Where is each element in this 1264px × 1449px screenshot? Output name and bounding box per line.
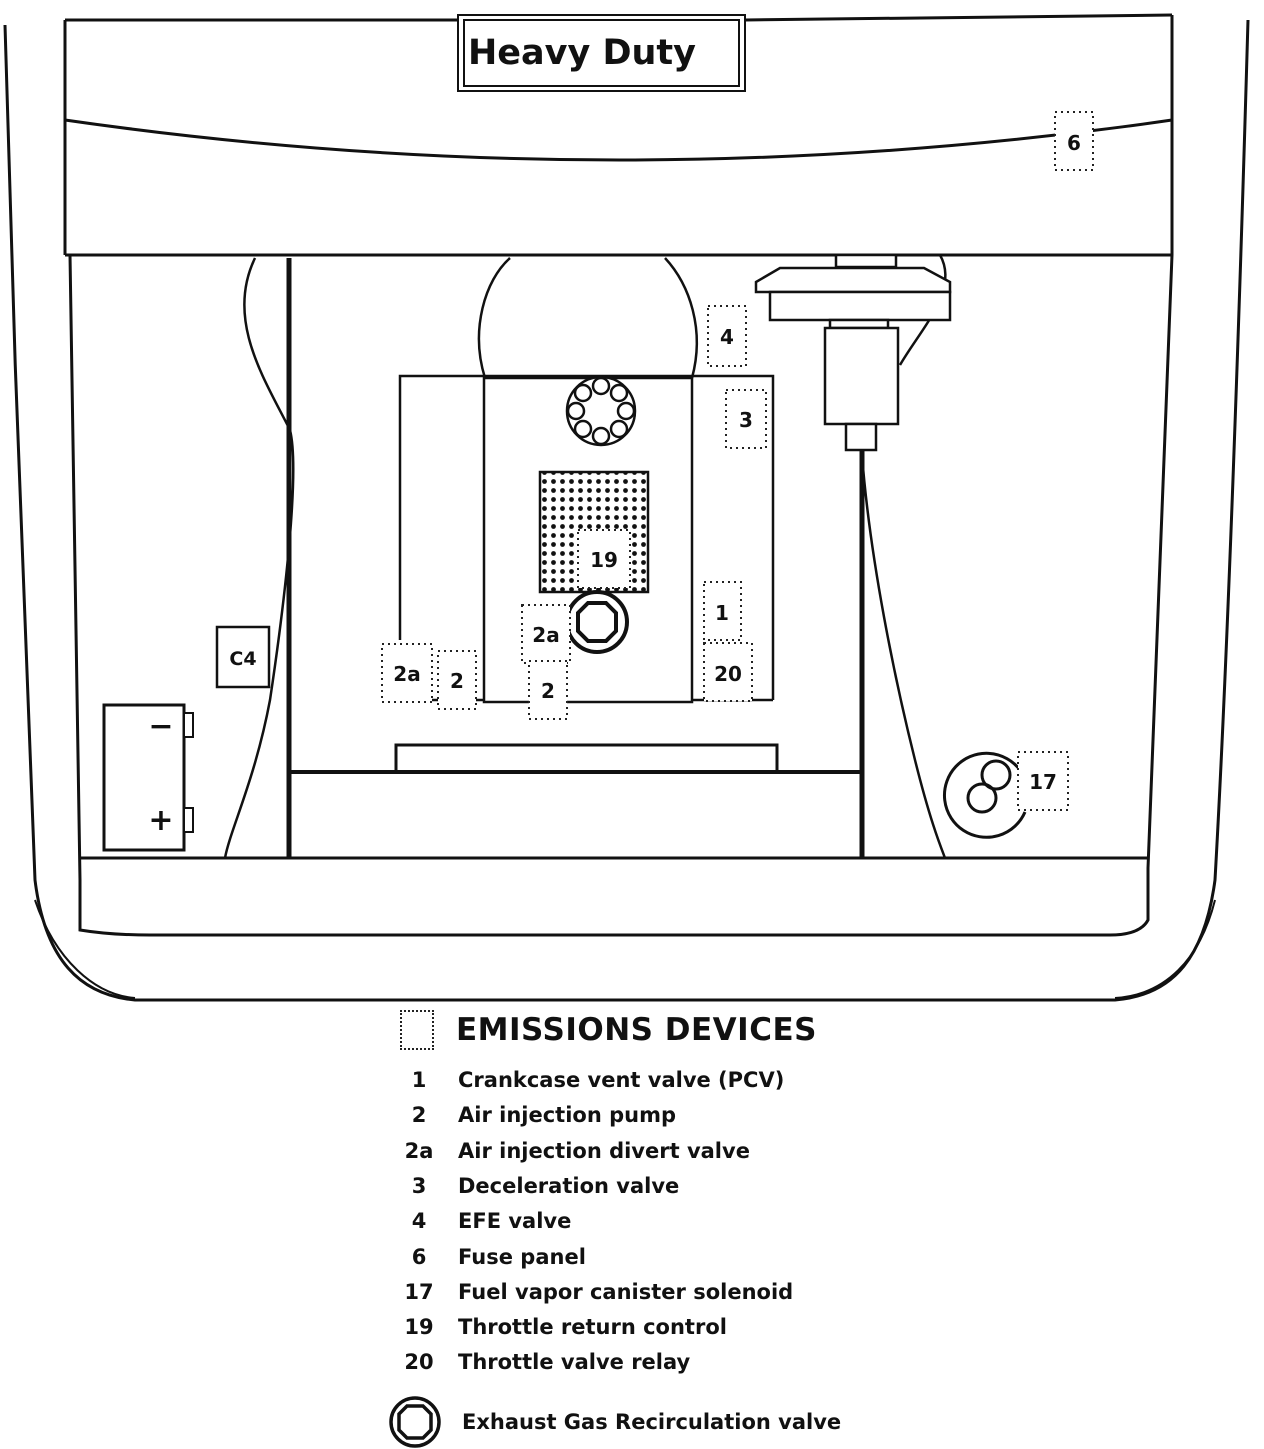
vapor-canister xyxy=(943,751,1027,839)
marker-2-left-box xyxy=(437,650,477,710)
legend-item-description: Crankcase vent valve (PCV) xyxy=(458,1068,785,1092)
legend-item-number: 2a xyxy=(404,1138,434,1163)
legend-title: EMISSIONS DEVICES xyxy=(456,1012,817,1048)
legend-item-number: 19 xyxy=(404,1315,434,1340)
legend-item: 6 Fuse panel xyxy=(380,1242,586,1272)
emissions-marker-labels: 6 4 3 19 1 20 2a 2a 2 2 17 xyxy=(393,131,1081,794)
legend-item: 1 Crankcase vent valve (PCV) xyxy=(380,1065,785,1095)
legend-item-description: Fuel vapor canister solenoid xyxy=(458,1279,794,1304)
legend-item-description: Fuse panel xyxy=(458,1244,586,1269)
marker-1-box xyxy=(703,581,742,641)
engine-compartment-diagram: Heavy Duty xyxy=(3,13,1250,1002)
distributor-cap xyxy=(565,375,637,447)
legend-item-description: Air injection divert valve xyxy=(458,1138,750,1163)
marker-3-box xyxy=(725,389,767,449)
legend-item-number: 3 xyxy=(411,1173,427,1198)
legend-item: 17 Fuel vapor canister solenoid xyxy=(380,1277,793,1307)
marker-2a-center-box xyxy=(521,604,571,664)
legend-item-description: Throttle valve relay xyxy=(458,1350,691,1375)
engine-bay-frame xyxy=(286,258,865,858)
legend-item: 2 Air injection pump xyxy=(380,1100,676,1130)
legend-header: EMISSIONS DEVICES xyxy=(400,1005,817,1055)
legend-item: 2a Air injection divert valve xyxy=(380,1136,750,1166)
marker-2a-left: 2a xyxy=(393,662,420,686)
legend-item-number: 6 xyxy=(411,1244,427,1269)
marker-19: 19 xyxy=(590,548,618,572)
marker-3: 3 xyxy=(739,408,753,432)
badge-text: Heavy Duty xyxy=(468,33,696,73)
marker-2-left: 2 xyxy=(450,669,464,693)
c4-connector: C4 xyxy=(215,625,271,689)
legend-item-description: Air injection pump xyxy=(458,1103,676,1128)
legend-item-description: Throttle return control xyxy=(458,1315,727,1340)
battery: − + xyxy=(102,703,194,852)
marker-2a-center: 2a xyxy=(532,623,559,647)
battery-negative: − xyxy=(148,709,173,744)
marker-17: 17 xyxy=(1029,770,1057,794)
legend-item-number: 4 xyxy=(411,1209,427,1234)
legend-item: 3 Deceleration valve xyxy=(380,1171,680,1201)
marker-2-center: 2 xyxy=(541,679,555,703)
legend-item: 20 Throttle valve relay xyxy=(380,1347,690,1377)
egr-legend-label: Exhaust Gas Recirculation valve xyxy=(462,1410,842,1434)
legend-item-number: 2 xyxy=(411,1103,427,1128)
heavy-duty-badge: Heavy Duty xyxy=(457,14,746,92)
marker-20-box xyxy=(703,642,753,702)
marker-2a-left-box xyxy=(381,643,433,703)
dotted-box-swatch xyxy=(400,1010,434,1050)
marker-4-box xyxy=(707,305,747,367)
marker-1: 1 xyxy=(715,601,729,625)
marker-2-center-box xyxy=(528,660,568,720)
egr-valve-symbol xyxy=(565,590,629,654)
legend-item-description: Deceleration valve xyxy=(458,1173,680,1198)
vehicle-outline xyxy=(3,13,1250,1002)
emissions-markers xyxy=(381,111,1094,811)
marker-4: 4 xyxy=(720,325,734,349)
egr-legend-row: Exhaust Gas Recirculation valve xyxy=(388,1395,841,1449)
marker-6: 6 xyxy=(1067,131,1081,155)
legend-item-number: 1 xyxy=(411,1068,427,1092)
ignition-coil xyxy=(754,253,952,452)
legend-item: 4 EFE valve xyxy=(380,1206,572,1236)
marker-17-box xyxy=(1017,751,1069,811)
c4-label: C4 xyxy=(229,648,256,670)
legend-item-description: EFE valve xyxy=(458,1209,572,1234)
egr-valve-icon xyxy=(389,1396,441,1448)
legend-item-number: 17 xyxy=(404,1279,434,1304)
legend-item: 19 Throttle return control xyxy=(380,1312,727,1342)
marker-20: 20 xyxy=(714,662,742,686)
marker-6-box xyxy=(1054,111,1094,171)
battery-positive: + xyxy=(148,803,173,838)
legend-item-number: 20 xyxy=(404,1350,434,1375)
marker-19-box xyxy=(577,529,631,589)
